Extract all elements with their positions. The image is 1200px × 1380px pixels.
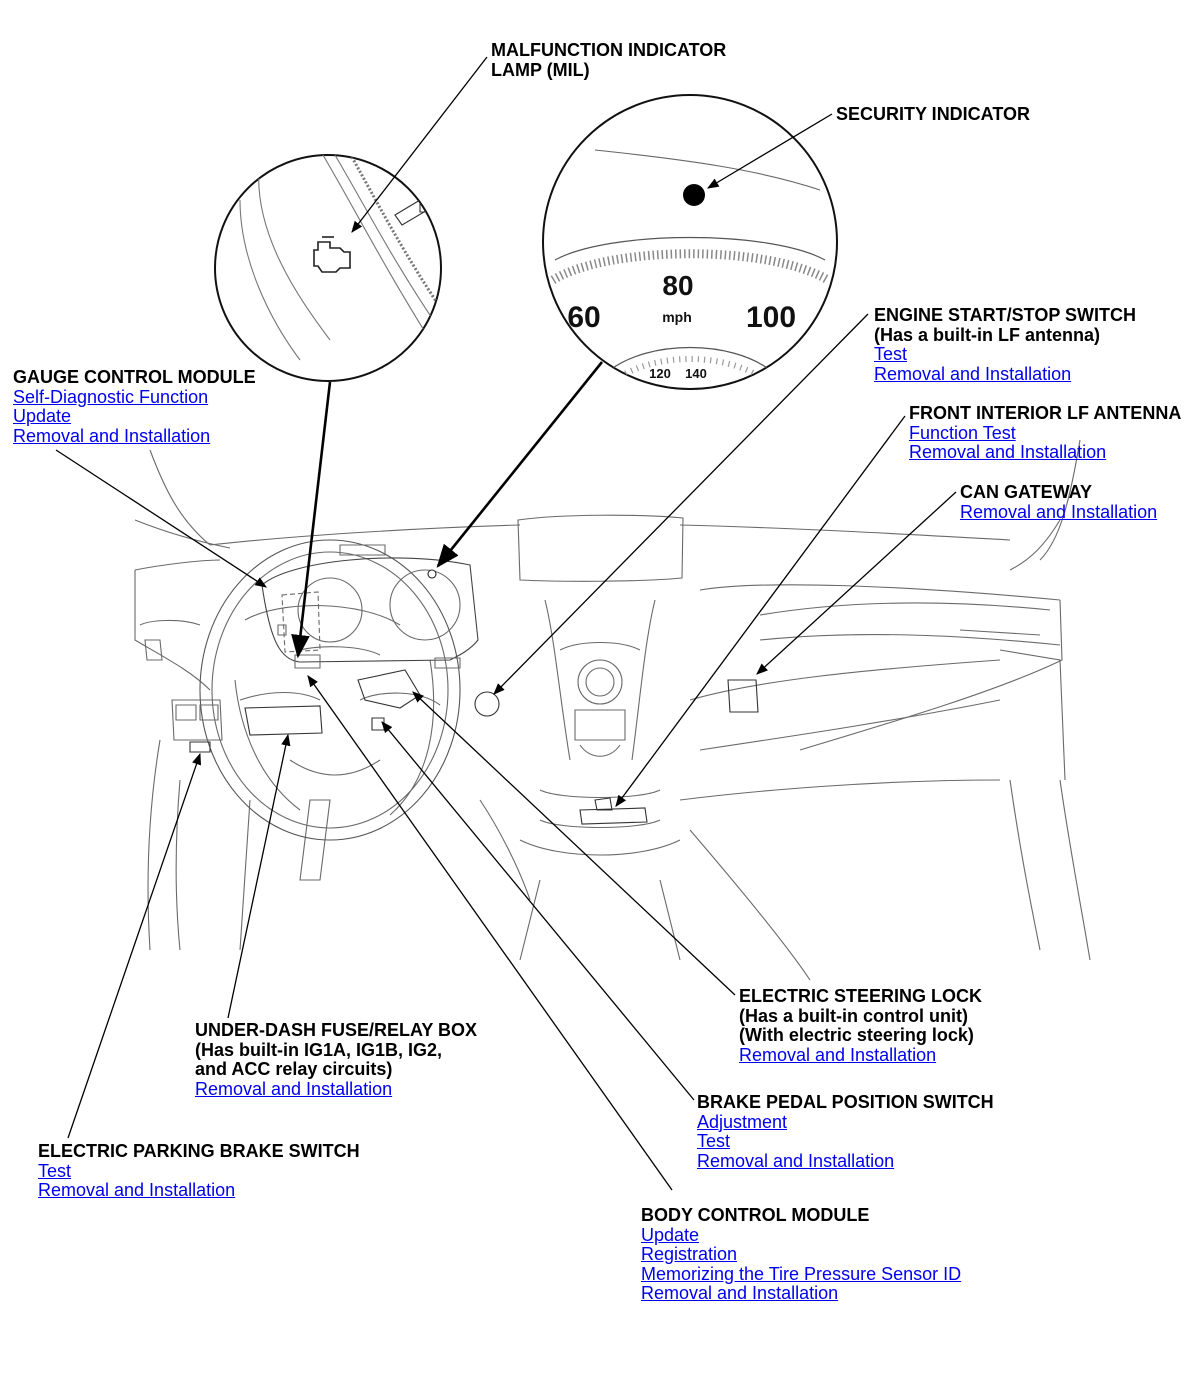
callout-body-control-module: BODY CONTROL MODULE Update Registration … [641,1205,962,1304]
leader-steering-lock [412,691,736,996]
link-body-module-tpms-id[interactable]: Memorizing the Tire Pressure Sensor ID [641,1263,962,1284]
callout-steering-lock-note-1: (Has a built-in control unit) [739,1005,968,1026]
link-brake-switch-removal[interactable]: Removal and Installation [697,1150,895,1171]
dashboard-drawing [134,439,1091,981]
link-gauge-removal[interactable]: Removal and Installation [13,425,211,446]
callout-security-indicator: SECURITY INDICATOR [836,104,1031,125]
link-body-module-registration[interactable]: Registration [641,1244,738,1265]
callout-gauge-control-module: GAUGE CONTROL MODULE Self-Diagnostic Fun… [13,367,256,446]
link-body-module-update[interactable]: Update [641,1224,700,1245]
callout-brake-pedal-switch: BRAKE PEDAL POSITION SWITCH Adjustment T… [697,1092,994,1171]
security-indicator-dot [683,184,705,206]
leader-lf-antenna [615,415,906,807]
tach-right-label: 140 [685,366,707,381]
leader-brake-switch [381,721,695,1101]
callout-fuse-box-title: UNDER-DASH FUSE/RELAY BOX [195,1020,478,1040]
link-engine-test[interactable]: Test [874,344,908,365]
leader-can-gateway [756,491,957,675]
callout-steering-lock-note-2: (With electric steering lock) [739,1025,974,1046]
callout-engine-start-stop: ENGINE START/STOP SWITCH (Has a built-in… [874,305,1137,384]
callout-gauge-title: GAUGE CONTROL MODULE [13,367,256,387]
callout-under-dash-fuse-box: UNDER-DASH FUSE/RELAY BOX (Has built-in … [195,1020,478,1099]
link-parking-brake-removal[interactable]: Removal and Installation [38,1180,236,1201]
leader-fuse-box [227,733,291,1019]
leader-lines [55,56,957,1191]
link-gauge-update[interactable]: Update [13,406,72,427]
link-body-module-removal[interactable]: Removal and Installation [641,1283,839,1304]
callout-parking-brake-title: ELECTRIC PARKING BRAKE SWITCH [38,1141,360,1161]
tach-left-label: 120 [649,366,671,381]
leader-gauge-module [55,449,267,588]
speed-unit-label: mph [662,309,692,325]
link-engine-removal[interactable]: Removal and Installation [874,363,1072,384]
callout-engine-note: (Has a built-in LF antenna) [874,324,1101,345]
leader-parking-brake [67,752,202,1139]
leader-mil [351,56,488,233]
zoom-leader-lines [291,361,604,659]
callout-electric-parking-brake-switch: ELECTRIC PARKING BRAKE SWITCH Test Remov… [38,1141,360,1201]
engine-icon [313,236,351,273]
link-brake-switch-test[interactable]: Test [697,1131,731,1152]
leader-security [706,113,833,189]
callout-steering-lock-title: ELECTRIC STEERING LOCK [739,986,983,1006]
callout-can-gateway-title: CAN GATEWAY [960,482,1093,502]
speed-center-label: 80 [662,270,693,301]
link-brake-switch-adjustment[interactable]: Adjustment [697,1111,788,1132]
callout-can-gateway: CAN GATEWAY Removal and Installation [960,482,1158,522]
link-gauge-self-diagnostic[interactable]: Self-Diagnostic Function [13,386,209,407]
callout-electric-steering-lock: ELECTRIC STEERING LOCK (Has a built-in c… [739,986,983,1065]
mil-zoom-circle [214,154,442,382]
link-lf-antenna-removal[interactable]: Removal and Installation [909,442,1107,463]
link-lf-antenna-function-test[interactable]: Function Test [909,422,1016,443]
link-parking-brake-test[interactable]: Test [38,1160,72,1181]
link-can-gateway-removal[interactable]: Removal and Installation [960,501,1158,522]
callout-front-interior-lf-antenna: FRONT INTERIOR LF ANTENNA Function Test … [909,403,1182,463]
callout-mil-title-1: MALFUNCTION INDICATOR [491,40,727,60]
speed-right-label: 100 [746,301,796,334]
leader-body-module [307,675,673,1191]
callout-fuse-box-note-2: and ACC relay circuits) [195,1059,393,1080]
callout-mil: MALFUNCTION INDICATOR LAMP (MIL) [491,40,727,80]
callout-brake-switch-title: BRAKE PEDAL POSITION SWITCH [697,1092,994,1112]
callout-mil-title-2: LAMP (MIL) [491,59,590,80]
speedometer-zoom-circle: 80 60 100 mph 120 140 [542,94,838,390]
callout-fuse-box-note-1: (Has built-in IG1A, IG1B, IG2, [195,1039,443,1060]
callout-security-title: SECURITY INDICATOR [836,104,1031,124]
callout-body-module-title: BODY CONTROL MODULE [641,1205,870,1225]
link-fuse-box-removal[interactable]: Removal and Installation [195,1078,393,1099]
callout-engine-title: ENGINE START/STOP SWITCH [874,305,1137,325]
leader-engine-start [493,313,869,695]
callout-lf-antenna-title: FRONT INTERIOR LF ANTENNA [909,403,1182,423]
link-steering-lock-removal[interactable]: Removal and Installation [739,1044,937,1065]
speed-left-label: 60 [567,301,600,334]
